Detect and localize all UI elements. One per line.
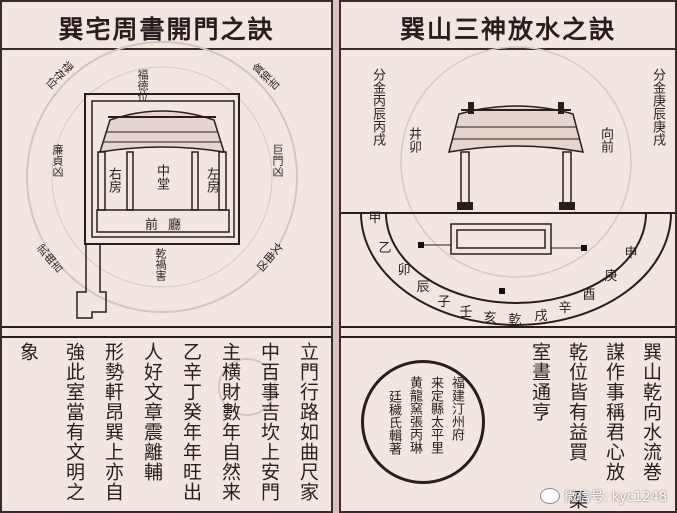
room-left: 左房 (204, 167, 219, 193)
ring-char: 戌 (534, 309, 548, 324)
right-text-col-3: 乾位皆有益買 (566, 342, 588, 462)
right-page: 巽山三神放水之訣 分金庚辰庚戌 分金丙辰丙戌 向前 井卯 (339, 0, 677, 513)
left-diagram-drawing (2, 41, 331, 416)
wechat-watermark: 微信号: kyc1248 (540, 486, 667, 505)
marker-dot-left (418, 242, 424, 248)
ring-char: 申 (624, 246, 638, 261)
side-note-right: 分金庚辰庚戌 (650, 68, 665, 146)
ring-char: 亥 (483, 311, 497, 326)
seal-line-3: 黄龍窯張丙琳 (407, 376, 422, 454)
ring-char: 酉 (582, 288, 596, 303)
right-text-col-1: 巽山乾向水流巻 (640, 342, 662, 482)
ring-char: 卯 (397, 263, 411, 278)
seal-line-2: 来定縣太平里 (428, 376, 443, 454)
ring-char: 庚 (604, 269, 618, 284)
room-center: 中堂 (154, 164, 169, 190)
ring-char: 辰 (416, 280, 430, 295)
ring-char: 甲 (368, 211, 382, 226)
left-text-col-3: 主横財數年自然来 (219, 342, 241, 502)
right-diagram-drawing (341, 46, 675, 338)
left-text-col-1: 立門行路如曲尺家 (297, 342, 319, 502)
ring-char: 子 (437, 295, 451, 310)
ring-char: 辛 (558, 301, 572, 316)
left-text-col-5: 人好文章震離輔 (141, 342, 163, 482)
marker-dot-bottom (499, 288, 505, 294)
left-page-title: 巽宅周書開門之訣 (58, 15, 275, 44)
label-below: 乾禍害 (154, 248, 167, 281)
ring-char: 壬 (459, 305, 473, 320)
side-note-left: 分金丙辰丙戌 (370, 68, 385, 146)
left-text-col-6: 形勢軒昂巽上亦自 (102, 342, 124, 502)
watermark-text: 微信号: kyc1248 (564, 490, 667, 505)
left-title-rule (2, 48, 331, 50)
label-top: 福德位 (136, 69, 149, 102)
seal-line-4: 廷穢氏輯著 (386, 390, 401, 455)
label-left: 廉貞凶 (51, 144, 64, 177)
right-text-col-4: 室晝通亨 (529, 342, 551, 422)
seal-line-1: 福建汀州府 (449, 376, 464, 441)
publisher-seal (361, 360, 485, 484)
book-spine (333, 0, 339, 513)
left-text-col-7: 強此室當有文明之 (63, 342, 85, 502)
wechat-icon (540, 487, 561, 504)
left-text-col-2: 中百事吉坎上安門 (258, 342, 280, 502)
marker-dot-right (581, 245, 587, 251)
right-text-tail: 桑 (566, 490, 588, 510)
label-right: 向前 (598, 127, 613, 153)
ring-char: 乾 (508, 313, 522, 328)
label-right: 巨門凶 (271, 144, 284, 177)
right-title-rule (341, 48, 675, 50)
right-text-col-2: 謀作事稱君心放 (603, 342, 625, 482)
left-text-col-8: 象 (17, 342, 39, 362)
ring-char: 乙 (378, 241, 392, 256)
left-page: 巽宅周書開門之訣 福德位 禄存位 貪狼吉 廉貞凶 巨門凶 武曲吉 文曲凶 乾禍害… (0, 0, 333, 513)
left-text-col-4: 乙辛丁癸年年旺出 (180, 342, 202, 502)
room-right: 右房 (106, 167, 121, 193)
label-left: 井卯 (406, 127, 421, 153)
room-front: 前廳 (145, 218, 192, 233)
right-page-title: 巽山三神放水之訣 (399, 15, 616, 44)
